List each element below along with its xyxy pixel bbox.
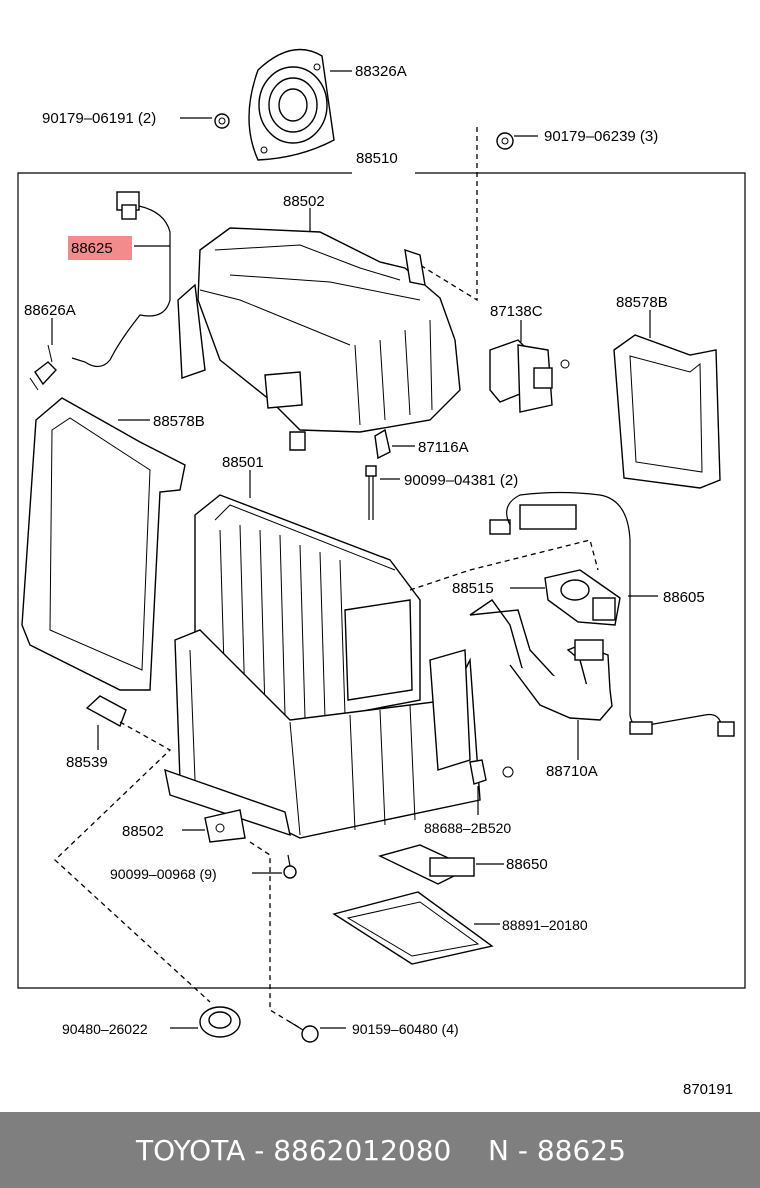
label-88605: 88605 [663, 589, 705, 606]
lower-case-88502 [164, 539, 599, 843]
label-88688-2B520: 88688–2B520 [424, 820, 511, 836]
thermistor-88625 [68, 191, 171, 368]
label-88326A: 88326A [355, 63, 407, 80]
reference-number: 870191 [683, 1081, 733, 1098]
clip-88688-2B520 [469, 759, 514, 815]
label-88515: 88515 [452, 580, 494, 597]
label-87116A: 87116A [418, 439, 469, 456]
label-88510: 88510 [356, 150, 398, 167]
assembly-frame [17, 172, 746, 989]
seal-88578B-right [613, 310, 721, 489]
label-90099-00968: 90099–00968 (9) [110, 866, 217, 882]
drain-hose-88539 [54, 695, 211, 1003]
blower-seal-plate-88326A [248, 48, 352, 161]
nut-90179-06191 [180, 113, 230, 129]
footer-reference: N - 88625 [488, 1134, 626, 1167]
label-88502-bottom: 88502 [122, 823, 164, 840]
upper-case-88502 [177, 208, 461, 451]
bracket-87116A [374, 428, 415, 460]
label-90159-60480: 90159–60480 (4) [352, 1021, 459, 1037]
filter-88650 [378, 844, 504, 885]
label-88650: 88650 [506, 856, 548, 873]
label-90179-06239: 90179–06239 (3) [544, 128, 658, 145]
seal-88578B-left [21, 397, 186, 691]
harness-88605 [489, 491, 735, 737]
label-90480-26022: 90480–26022 [62, 1021, 148, 1037]
tray-88891-20180 [332, 891, 500, 965]
label-88626A: 88626A [24, 302, 76, 319]
label-88578B-right: 88578B [616, 294, 668, 311]
label-88578B-left: 88578B [153, 413, 205, 430]
label-88539: 88539 [66, 754, 108, 771]
resistor-87138C [489, 320, 570, 413]
label-87138C: 87138C [490, 303, 543, 320]
footer-brand-part-number: TOYOTA - 8862012080 [136, 1134, 452, 1167]
screw-90099-04381 [365, 465, 400, 520]
label-88502-top: 88502 [283, 193, 325, 210]
tube-88710A [469, 599, 613, 760]
screw-90099-00968 [249, 841, 301, 1029]
label-88501: 88501 [222, 454, 264, 471]
label-90099-04381: 90099–04381 (2) [404, 472, 518, 489]
screw-90159-60480 [289, 1021, 346, 1043]
label-88710A: 88710A [546, 763, 598, 780]
clip-88626A [29, 318, 57, 391]
grommet-90480-26022 [170, 1006, 241, 1038]
expansion-valve-88515 [510, 569, 621, 626]
label-88625: 88625 [71, 240, 113, 257]
nut-90179-06239 [419, 127, 538, 302]
evaporator-88501 [194, 470, 421, 726]
parts-diagram: 88326A 90179–06191 (2) 90179–06239 (3) 8… [17, 48, 746, 1098]
footer-bar: TOYOTA - 8862012080 N - 88625 [0, 1112, 760, 1188]
label-88891-20180: 88891–20180 [502, 917, 588, 933]
label-90179-06191: 90179–06191 (2) [42, 110, 156, 127]
